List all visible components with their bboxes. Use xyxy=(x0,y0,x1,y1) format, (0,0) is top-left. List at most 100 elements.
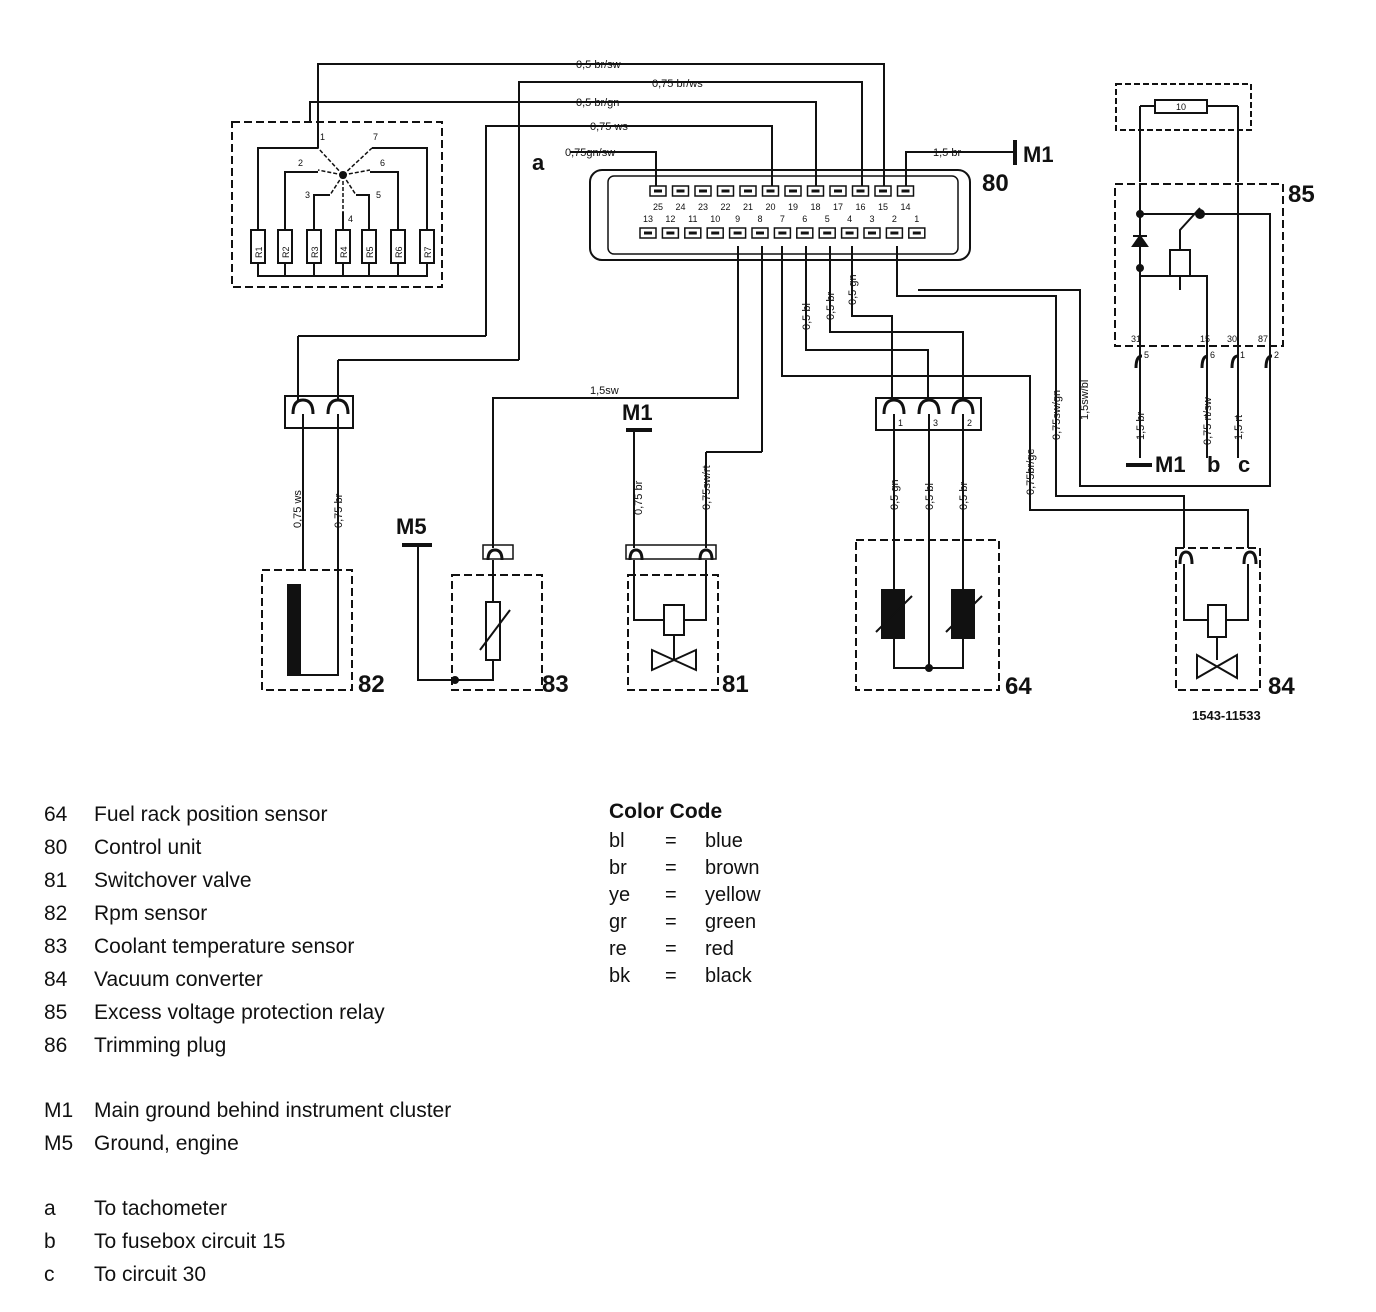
relay-terminal-label: 87 xyxy=(1258,334,1268,344)
wire-harness xyxy=(297,63,1013,400)
legend-num: 80 xyxy=(44,836,68,859)
plug-pin xyxy=(739,185,757,197)
relay-pin-label: 2 xyxy=(1274,350,1279,360)
resistor-label: R5 xyxy=(365,246,375,258)
wire-label: 0,75sw/rt xyxy=(701,465,713,510)
trim-position-label: 1 xyxy=(320,132,325,142)
plug-pin-label: 2 xyxy=(892,214,897,224)
wire-label: 0,75sw/gn xyxy=(1051,390,1063,440)
plug-pin-label: 1 xyxy=(914,214,919,224)
connector-pin-label: 1 xyxy=(898,418,903,428)
plug-pin-contact xyxy=(666,231,675,235)
color-eq: = xyxy=(665,938,677,960)
trim-position-label: 5 xyxy=(376,190,381,200)
legend-num: 86 xyxy=(44,1034,68,1057)
rpm-sensor xyxy=(261,569,353,691)
component-label-85: 85 xyxy=(1288,181,1315,208)
coolant-temp-sensor xyxy=(451,544,543,691)
color-abbr: ye xyxy=(609,884,631,906)
component-label-82: 82 xyxy=(358,671,385,698)
plug-pin-label: 25 xyxy=(653,202,663,212)
color-name: brown xyxy=(705,857,760,879)
relay-pin-label: 5 xyxy=(1144,350,1149,360)
plug-pin xyxy=(773,227,792,239)
plug-pin xyxy=(761,185,780,197)
plug-pin xyxy=(716,185,735,197)
plug-pin-label: 11 xyxy=(688,214,697,224)
legend-text: Fuel rack position sensor xyxy=(94,803,328,826)
plug-pin-label: 22 xyxy=(720,202,730,212)
plug-pin-contact xyxy=(800,231,809,235)
component-label-83: 83 xyxy=(542,671,569,698)
legend-num: 64 xyxy=(44,803,68,826)
resistor-label: R6 xyxy=(394,246,404,258)
component-label-84: 84 xyxy=(1268,673,1295,700)
plug-pin-contact xyxy=(890,231,899,235)
legend-num: 85 xyxy=(44,1001,68,1024)
color-eq: = xyxy=(665,965,677,987)
wire-label: 0,5 gn xyxy=(847,274,859,305)
plug-pin xyxy=(649,185,667,197)
plug-pin-label: 18 xyxy=(810,202,820,212)
legend-text: To circuit 30 xyxy=(94,1263,207,1286)
relay-pin-label: 6 xyxy=(1210,350,1215,360)
legend-num: 82 xyxy=(44,902,68,925)
legend-num: a xyxy=(44,1197,56,1220)
plug-pin xyxy=(684,227,702,239)
color-code-row: gr=green xyxy=(609,911,761,938)
plug-pin xyxy=(728,227,747,239)
wire-label: 0,75 rt/sw xyxy=(1202,397,1214,445)
wire-label: 0,5 br xyxy=(958,482,970,510)
plug-pin xyxy=(840,227,859,239)
plug-pin xyxy=(706,227,724,239)
relay-terminal-label: 30 xyxy=(1227,334,1237,344)
plug-pin-label: 24 xyxy=(675,202,685,212)
plug-pin-contact xyxy=(856,189,865,193)
ref-label-c: c xyxy=(1238,452,1250,477)
trimming-plug xyxy=(231,121,443,288)
color-code-title: Color Code xyxy=(609,800,723,823)
plug-pin-label: 7 xyxy=(780,214,785,224)
lower-wiring xyxy=(417,246,1249,681)
plug-pin-label: 16 xyxy=(855,202,865,212)
resistor-label: R1 xyxy=(254,246,264,258)
plug-pin-label: 21 xyxy=(743,202,753,212)
color-code-table: Color Code bl=blue br=brown ye=yellow gr… xyxy=(609,800,761,992)
plug-pin-contact xyxy=(811,189,820,193)
plug-pin-contact xyxy=(912,231,921,235)
plug-pin-label: 14 xyxy=(900,202,910,212)
ground-label-m1: M1 xyxy=(622,400,653,425)
plug-pin-contact xyxy=(823,231,832,235)
relay-terminal-label: 31 xyxy=(1131,334,1141,344)
color-name: blue xyxy=(705,830,743,852)
color-name: green xyxy=(705,911,757,933)
legend-num: 83 xyxy=(44,935,68,958)
switchover-valve xyxy=(625,544,719,691)
plug-pin-contact xyxy=(789,189,797,193)
legend-text: Vacuum converter xyxy=(94,968,263,991)
wire-label: 0,75 ws xyxy=(590,121,628,133)
wire-label: 1,5sw xyxy=(590,385,619,397)
ref-label-b: b xyxy=(1207,452,1220,477)
wire-label: 0,5 br/gn xyxy=(576,97,619,109)
trim-position-label: 7 xyxy=(373,132,378,142)
wire-label: 0,5 br xyxy=(825,292,837,320)
plug-pin-label: 8 xyxy=(757,214,762,224)
color-eq: = xyxy=(665,857,677,879)
plug-pin-contact xyxy=(901,189,910,193)
resistor-label: R4 xyxy=(339,246,349,258)
color-abbr: re xyxy=(609,938,627,960)
wire-label: 1,5 br xyxy=(933,147,961,159)
color-name: red xyxy=(705,938,734,960)
trim-position-label: 3 xyxy=(305,190,310,200)
